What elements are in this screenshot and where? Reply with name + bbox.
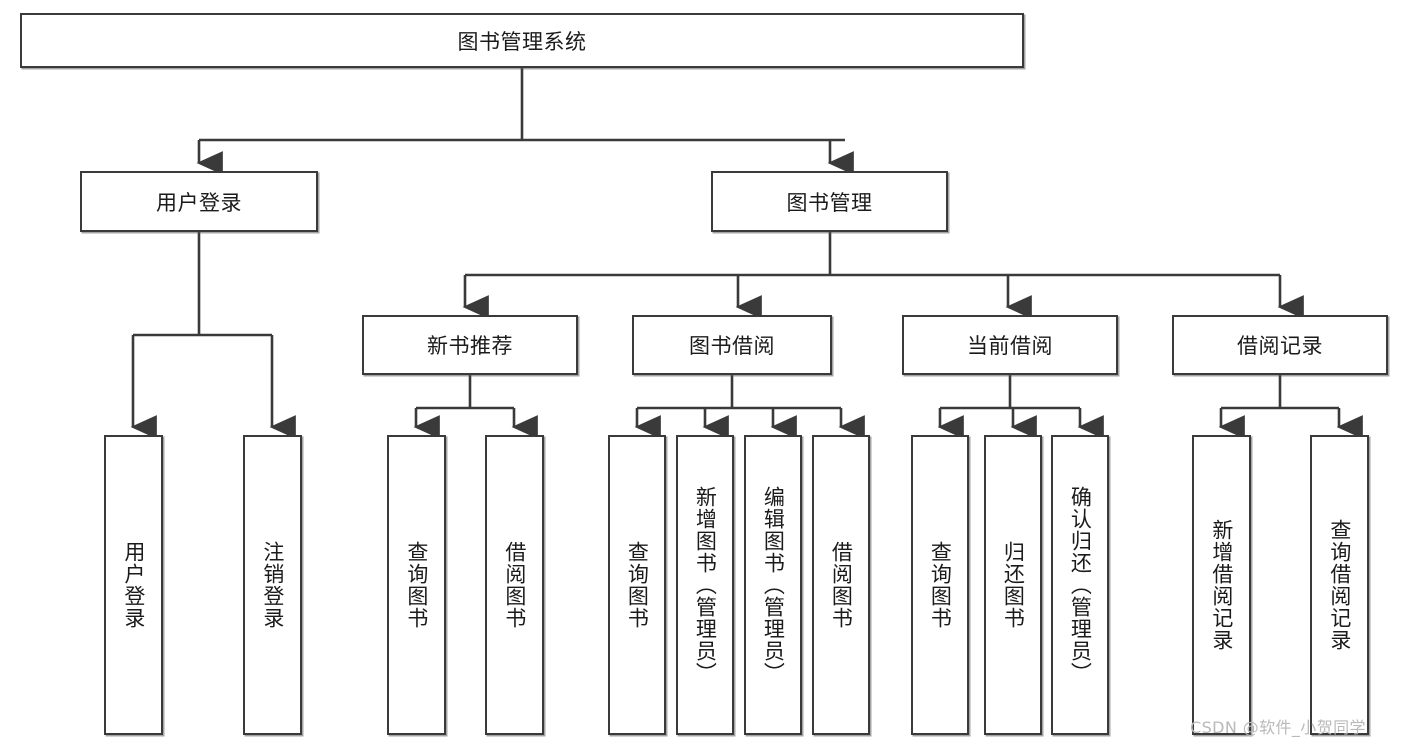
node-book-management[interactable]: 图书管理 [711, 171, 948, 232]
leaf-query-borrow-record[interactable]: 查询借阅记录 [1310, 435, 1369, 735]
leaf-borrow-book-label: 借阅图书 [829, 541, 854, 629]
node-user-login-label: 用户登录 [156, 190, 242, 215]
leaf-add-book-admin[interactable]: 新增图书（管理员） [676, 435, 734, 735]
leaf-return-book[interactable]: 归还图书 [984, 435, 1042, 735]
leaf-user-login[interactable]: 用户登录 [104, 435, 163, 735]
leaf-edit-book-admin-label: 编辑图书（管理员） [761, 486, 786, 684]
node-borrow-record[interactable]: 借阅记录 [1172, 315, 1388, 375]
leaf-query-borrow-record-label: 查询借阅记录 [1327, 519, 1352, 651]
leaf-return-book-label: 归还图书 [1001, 541, 1026, 629]
leaf-borrow-book[interactable]: 借阅图书 [812, 435, 870, 735]
watermark-text: CSDN @软件_小贺同学 [1190, 718, 1366, 737]
node-book-management-label: 图书管理 [786, 190, 873, 215]
leaf-user-logout[interactable]: 注销登录 [243, 435, 302, 735]
node-root[interactable]: 图书管理系统 [20, 13, 1024, 68]
node-borrow-record-label: 借阅记录 [1237, 334, 1323, 358]
leaf-add-borrow-record[interactable]: 新增借阅记录 [1192, 435, 1251, 735]
leaf-query-book-borrow-label: 查询图书 [625, 541, 650, 629]
leaf-add-book-admin-label: 新增图书（管理员） [693, 486, 718, 684]
leaf-user-login-label: 用户登录 [121, 541, 146, 629]
node-new-book-recommend[interactable]: 新书推荐 [362, 315, 578, 375]
node-book-borrow-label: 图书借阅 [689, 334, 775, 358]
leaf-query-book-recommend[interactable]: 查询图书 [387, 435, 446, 735]
node-current-borrow[interactable]: 当前借阅 [902, 315, 1118, 375]
leaf-user-logout-label: 注销登录 [260, 541, 285, 629]
leaf-edit-book-admin[interactable]: 编辑图书（管理员） [744, 435, 802, 735]
node-current-borrow-label: 当前借阅 [967, 334, 1053, 358]
leaf-confirm-return-admin[interactable]: 确认归还（管理员） [1051, 435, 1109, 735]
node-root-label: 图书管理系统 [457, 29, 587, 54]
leaf-query-book-borrow[interactable]: 查询图书 [608, 435, 666, 735]
leaf-borrow-book-recommend[interactable]: 借阅图书 [485, 435, 544, 735]
leaf-query-book-current-label: 查询图书 [928, 541, 953, 629]
leaf-borrow-book-recommend-label: 借阅图书 [502, 541, 527, 629]
leaf-confirm-return-admin-label: 确认归还（管理员） [1068, 486, 1093, 684]
leaf-add-borrow-record-label: 新增借阅记录 [1209, 519, 1234, 651]
node-book-borrow[interactable]: 图书借阅 [632, 315, 832, 375]
leaf-query-book-current[interactable]: 查询图书 [911, 435, 969, 735]
node-new-book-recommend-label: 新书推荐 [427, 334, 513, 358]
leaf-query-book-recommend-label: 查询图书 [404, 541, 429, 629]
node-user-login[interactable]: 用户登录 [80, 171, 318, 232]
